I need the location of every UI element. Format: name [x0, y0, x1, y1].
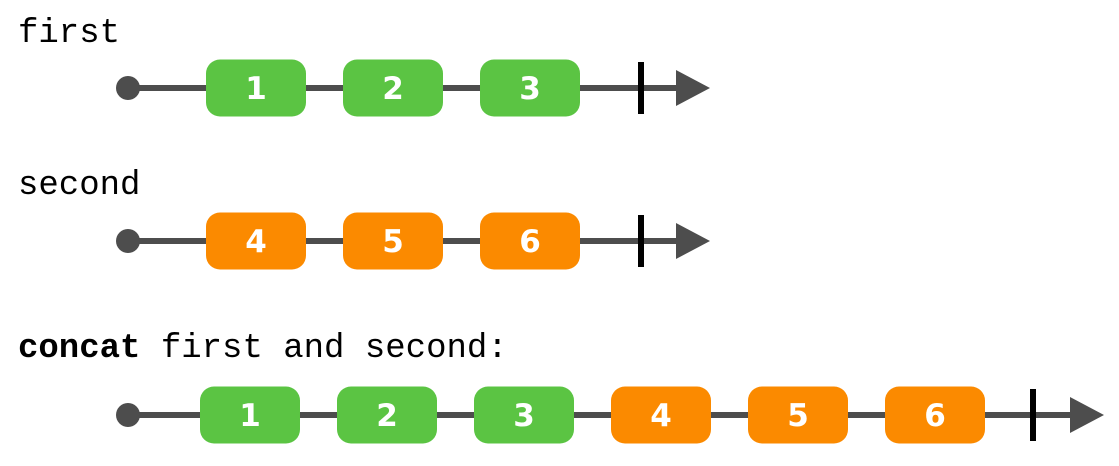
result-stream-label: concat first and second: [18, 330, 508, 368]
result-marble-2-box [337, 386, 437, 444]
second-marble-6-box [480, 212, 580, 270]
second-start-dot [116, 229, 140, 253]
result-marble-4-value: 4 [650, 398, 672, 434]
result-marble-1-value: 1 [239, 398, 261, 434]
first-stream-label: first [18, 15, 120, 53]
result-marble-5-value: 5 [787, 398, 809, 434]
second-marble-5-value: 5 [382, 224, 404, 260]
second-marble-5-box [343, 212, 443, 270]
concat-operator-label: concat [18, 330, 140, 368]
result-marble-4: 4 [611, 386, 711, 444]
second-marble-6: 6 [480, 212, 580, 270]
first-arrow-head [676, 70, 710, 106]
second-marble-6-value: 6 [519, 224, 541, 260]
first-marble-2-box [343, 59, 443, 117]
result-marble-4-box [611, 386, 711, 444]
result-marble-6-box [885, 386, 985, 444]
result-marble-6-value: 6 [924, 398, 946, 434]
second-marble-4: 4 [206, 212, 306, 270]
second-arrow-head [676, 223, 710, 259]
first-marble-3: 3 [480, 59, 580, 117]
result-marble-3-box [474, 386, 574, 444]
result-marble-5: 5 [748, 386, 848, 444]
first-marble-1: 1 [206, 59, 306, 117]
result-start-dot [116, 403, 140, 427]
timelines: 1 2 3 4 5 6 1 2 3 4 5 6 [116, 59, 1104, 444]
first-marble-2-value: 2 [382, 71, 404, 107]
result-marble-5-box [748, 386, 848, 444]
second-stream-label: second [18, 167, 140, 205]
first-marble-2: 2 [343, 59, 443, 117]
result-timeline: 1 2 3 4 5 6 [116, 386, 1104, 444]
result-label-rest: first and second: [140, 330, 507, 368]
second-timeline: 4 5 6 [116, 212, 710, 270]
result-arrow-head [1070, 397, 1104, 433]
first-marble-1-box [206, 59, 306, 117]
first-marble-3-box [480, 59, 580, 117]
second-marble-4-box [206, 212, 306, 270]
result-marble-3: 3 [474, 386, 574, 444]
first-start-dot [116, 76, 140, 100]
result-marble-2-value: 2 [376, 398, 398, 434]
result-marble-1-box [200, 386, 300, 444]
result-marble-2: 2 [337, 386, 437, 444]
result-marble-6: 6 [885, 386, 985, 444]
first-marble-1-value: 1 [245, 71, 267, 107]
first-timeline: 1 2 3 [116, 59, 710, 117]
result-marble-1: 1 [200, 386, 300, 444]
result-marble-3-value: 3 [513, 398, 535, 434]
first-marble-3-value: 3 [519, 71, 541, 107]
second-marble-4-value: 4 [245, 224, 267, 260]
second-marble-5: 5 [343, 212, 443, 270]
